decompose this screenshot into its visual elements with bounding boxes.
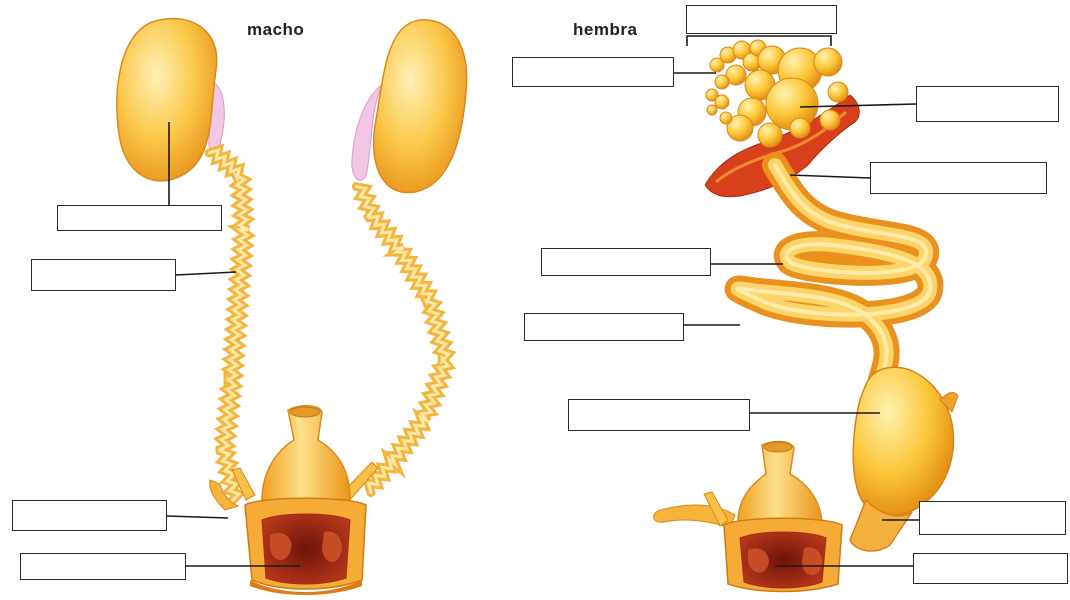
label-box-female-cloaca[interactable]: [913, 553, 1068, 584]
leader-line: [167, 516, 228, 518]
right-testis: [374, 20, 467, 193]
label-box-female-ovary[interactable]: [686, 5, 837, 34]
left-testis: [117, 19, 217, 181]
male-system: [117, 19, 467, 595]
label-box-female-vagina[interactable]: [919, 501, 1066, 535]
ovarian-follicle: [720, 112, 732, 124]
ovarian-follicle: [707, 105, 717, 115]
label-box-male-cloaca[interactable]: [20, 553, 186, 580]
label-box-female-infundibulum[interactable]: [870, 162, 1047, 194]
female-rectum: [738, 442, 822, 522]
ovarian-follicle: [715, 95, 729, 109]
male-title: macho: [247, 20, 304, 40]
uterus-shell-gland: [853, 367, 953, 516]
ovarian-follicle: [758, 123, 782, 147]
ovarian-follicle: [790, 118, 810, 138]
right-ductus-deferens: [356, 187, 448, 493]
label-box-female-yolk[interactable]: [916, 86, 1059, 122]
oviduct-magnum-highlight: [738, 165, 931, 385]
male-rectum: [262, 406, 350, 500]
ovarian-follicle: [820, 110, 840, 130]
label-box-female-uterus[interactable]: [568, 399, 750, 431]
ovarian-follicle: [814, 48, 842, 76]
ovarian-follicle: [828, 82, 848, 102]
male-rectum-opening: [290, 407, 320, 417]
label-box-male-testis[interactable]: [57, 205, 222, 231]
label-box-male-ductus[interactable]: [31, 259, 176, 291]
label-box-male-papilla[interactable]: [12, 500, 167, 531]
female-system: [654, 40, 958, 592]
label-box-female-magnum[interactable]: [541, 248, 711, 276]
label-box-female-isthmus[interactable]: [524, 313, 684, 341]
leader-line: [176, 272, 236, 275]
female-title: hembra: [573, 20, 637, 40]
leader-line: [790, 175, 870, 178]
female-rectum-opening: [764, 442, 792, 452]
ovarian-follicle: [715, 75, 729, 89]
label-box-female-follicles[interactable]: [512, 57, 674, 87]
